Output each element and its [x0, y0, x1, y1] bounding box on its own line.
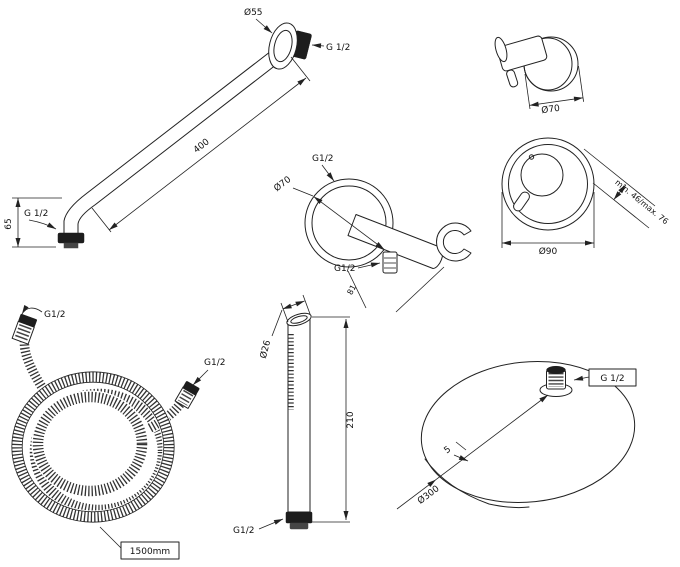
- shower-arm-drawing: 400 65 Ø55 G 1/2 G 1/2: [4, 7, 350, 249]
- mixer-depth-range-label: min. 46/max. 76: [613, 178, 670, 226]
- hand-shower-thread-label: G1/2: [233, 526, 254, 536]
- shower-arm-flange-diameter-label: Ø55: [244, 7, 263, 18]
- shower-arm-wall-thread-label: G 1/2: [326, 43, 350, 53]
- shower-arm-outlet-thread-label: G 1/2: [24, 209, 48, 219]
- mixer-front-indicator-dot: [528, 154, 535, 160]
- mixer-side-lever-pin: [506, 69, 519, 88]
- leader-line: [99, 526, 123, 550]
- extension-line: [592, 182, 650, 229]
- shower-arm-flange-inner-ring: [273, 29, 293, 63]
- extension-line: [271, 309, 283, 337]
- extension-line: [583, 148, 656, 207]
- head-shower-disc: [420, 360, 636, 504]
- dimension-line: [529, 96, 584, 107]
- extension-line: [280, 302, 289, 323]
- mixer-side-knob: [497, 35, 548, 72]
- leader-line: [28, 219, 57, 230]
- hose-loop-ribs: [11, 371, 175, 523]
- hose-thread-b-label: G1/2: [204, 358, 225, 368]
- leader-line: [192, 369, 209, 386]
- dimension-line: [282, 300, 305, 310]
- shower-arm-tube-inner-edge: [77, 58, 284, 234]
- leader-line: [321, 164, 335, 182]
- hand-shower-spray-face: [286, 312, 312, 327]
- shower-arm-outlet-nut: [57, 232, 85, 244]
- dimension-line: [435, 394, 549, 480]
- wall-elbow-flange-inner: [311, 185, 387, 261]
- hose-drawing: G1/2 G1/2 1500mm: [10, 304, 225, 560]
- shower-arm-drop-height-label: 65: [4, 218, 14, 229]
- shower-arm-tube-outer-edge: [63, 47, 276, 234]
- leader-line: [453, 454, 469, 462]
- shower-arm-flange: [268, 22, 298, 70]
- leader-line: [357, 262, 381, 269]
- head-shower-connector-cap: [546, 365, 566, 375]
- extension-line: [347, 270, 367, 309]
- hose-length-label: 1500mm: [130, 547, 170, 557]
- leader-line: [21, 304, 43, 315]
- mixer-drawing: Ø70 Ø90 min. 46/max. 76: [494, 35, 670, 257]
- extension-line: [455, 441, 467, 451]
- leader-line: [573, 375, 590, 381]
- hose-loop-edge: [21, 381, 165, 513]
- hose-fitting-a: [11, 313, 37, 345]
- hose-thread-a-label: G1/2: [44, 310, 65, 320]
- wall-elbow-outlet: [382, 251, 398, 274]
- leader-line: [311, 43, 325, 49]
- dimension-line: [613, 184, 627, 201]
- handshower-holder-clip: [436, 222, 472, 262]
- mixer-front-lever: [513, 191, 530, 212]
- dimension-line: [396, 479, 437, 510]
- wall-elbow-drawing: G1/2 Ø70 G1/2 81: [272, 154, 472, 313]
- hand-shower-drawing: Ø26 210 G1/2: [233, 294, 356, 536]
- hose-loop-edge: [11, 371, 175, 523]
- extension-line: [292, 187, 314, 197]
- hand-shower-spray-face-inner: [290, 315, 308, 324]
- head-shower-diameter-label: Ø300: [415, 483, 441, 507]
- head-shower-drawing: G 1/2 Ø300 5: [396, 360, 637, 510]
- head-shower-thread-label: G 1/2: [600, 374, 624, 384]
- mixer-front-plate-inner: [508, 144, 588, 224]
- hose-fitting-b: [174, 381, 200, 409]
- leader-line: [255, 18, 273, 34]
- hose-loop-ribs: [32, 391, 148, 497]
- hose-tail-ribs: [147, 397, 188, 433]
- mixer-front-knob: [520, 153, 564, 197]
- extension-line: [395, 266, 445, 313]
- hand-shower-inlet-tip: [289, 522, 309, 530]
- extension-line: [524, 73, 531, 110]
- leader-line: [258, 518, 284, 530]
- extension-line: [578, 65, 584, 102]
- extension-line: [302, 294, 311, 315]
- head-shower-thickness-label: 5: [442, 445, 453, 456]
- wall-elbow-flange-diameter-label: Ø70: [272, 174, 294, 194]
- extension-line: [91, 207, 112, 233]
- dimension-line: [108, 77, 307, 231]
- hose-length-box: [120, 541, 180, 560]
- hand-shower-diameter-label: Ø26: [258, 339, 273, 360]
- wall-elbow-outlet-thread-label: G1/2: [334, 264, 355, 274]
- dimension-line: [313, 196, 385, 250]
- wall-elbow-top-thread-label: G1/2: [312, 154, 333, 164]
- mixer-side-knob-cap: [494, 36, 508, 63]
- hand-shower-inlet-nut: [285, 511, 313, 524]
- hand-shower-length-label: 210: [346, 411, 356, 428]
- shower-arm-outlet-tip: [63, 242, 79, 249]
- mixer-front-diameter-label: Ø90: [539, 246, 558, 257]
- mixer-side-diameter-label: Ø70: [541, 103, 561, 117]
- extension-line: [290, 56, 311, 82]
- head-shower-rim-thickness: [424, 458, 530, 509]
- wall-elbow-depth-label: 81: [345, 283, 358, 296]
- head-shower-thread-box: [588, 368, 637, 387]
